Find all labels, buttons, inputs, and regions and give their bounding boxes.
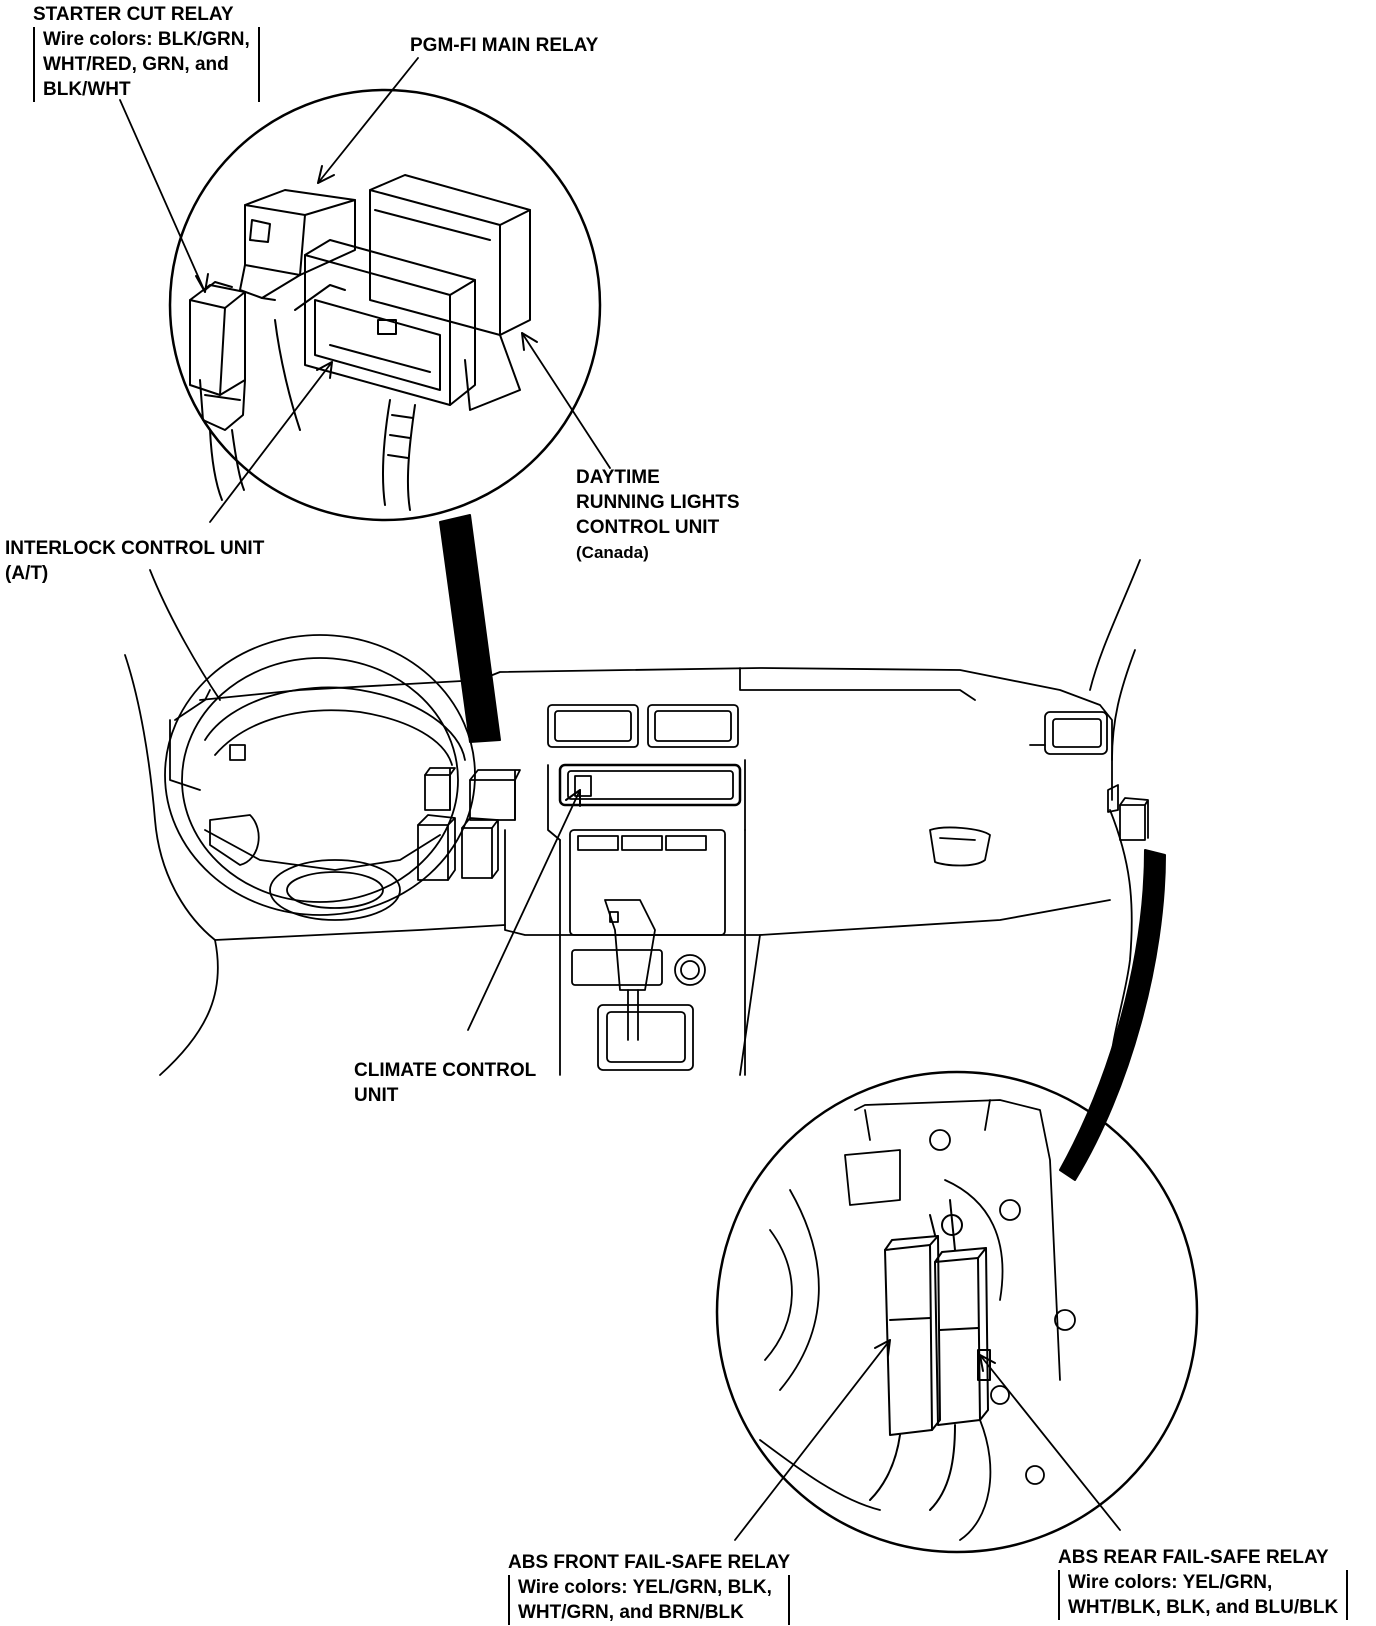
leader-climate [467, 789, 581, 1031]
abs-front-note-2: WHT/GRN, and BRN/BLK [518, 1602, 744, 1623]
abs-front-fail-safe-relay-label: ABS FRONT FAIL-SAFE RELAY Wire colors: Y… [508, 1550, 791, 1625]
center-console [547, 704, 746, 1076]
leader-abs-rear [979, 1354, 1121, 1531]
pgm-fi-main-relay-label: PGM-FI MAIN RELAY [410, 33, 598, 58]
starter-cut-relay-label: STARTER CUT RELAY Wire colors: BLK/GRN, … [33, 2, 260, 102]
abs-rear-fail-safe-relay-label: ABS REAR FAIL-SAFE RELAY Wire colors: YE… [1058, 1545, 1349, 1620]
starter-cut-relay-wire-colors: Wire colors: BLK/GRN, WHT/RED, GRN, and … [33, 27, 260, 102]
pgm-fi-main-relay-title: PGM-FI MAIN RELAY [410, 35, 599, 56]
bottom-detail-circle [715, 1070, 1199, 1554]
top-leader-lines [119, 57, 611, 523]
abs-front-relay-shape [869, 1235, 941, 1501]
interlock-line-2: (A/T) [5, 563, 49, 584]
daytime-line-2: RUNNING LIGHTS [576, 492, 740, 513]
interlock-line-1: INTERLOCK CONTROL UNIT [5, 538, 265, 559]
starter-cut-relay-shape [189, 281, 301, 501]
starter-cut-relay-title: STARTER CUT RELAY [33, 4, 234, 25]
pgm-fi-main-relay-shape [239, 189, 356, 301]
top-detail-connector [439, 514, 501, 743]
leader-starter-cut [119, 99, 206, 293]
leader-interlock [209, 361, 333, 523]
starter-cut-relay-note-1: Wire colors: BLK/GRN, [43, 29, 250, 50]
abs-front-title: ABS FRONT FAIL-SAFE RELAY [508, 1552, 791, 1573]
leader-daytime [521, 332, 611, 469]
interlock-control-unit-shape [294, 239, 476, 511]
abs-front-note-1: Wire colors: YEL/GRN, BLK, [518, 1577, 772, 1598]
dashboard-illustration [124, 559, 1149, 1076]
dashboard-top [199, 667, 1113, 801]
interlock-control-unit-label: INTERLOCK CONTROL UNIT (A/T) [5, 536, 264, 586]
under-dash-relays [417, 767, 521, 881]
leader-pgm-fi [317, 57, 419, 184]
leader-abs-front [734, 1339, 891, 1541]
daytime-line-1: DAYTIME [576, 467, 660, 488]
left-a-pillar [149, 569, 221, 701]
abs-rear-note-2: WHT/BLK, BLK, and BLU/BLK [1068, 1597, 1339, 1618]
bottom-detail-callout [715, 849, 1199, 1554]
starter-cut-relay-note-3: BLK/WHT [43, 79, 131, 100]
abs-front-wire-colors: Wire colors: YEL/GRN, BLK, WHT/GRN, and … [508, 1575, 791, 1625]
abs-rear-note-1: Wire colors: YEL/GRN, [1068, 1572, 1273, 1593]
climate-line-2: UNIT [354, 1085, 399, 1106]
daytime-line-4: (Canada) [576, 543, 649, 562]
abs-rear-title: ABS REAR FAIL-SAFE RELAY [1058, 1547, 1329, 1568]
top-detail-circle [168, 88, 602, 522]
daytime-running-lights-label: DAYTIME RUNNING LIGHTS CONTROL UNIT (Can… [576, 465, 740, 565]
climate-control-unit-label: CLIMATE CONTROL UNIT [354, 1058, 536, 1108]
daytime-line-3: CONTROL UNIT [576, 517, 720, 538]
starter-cut-relay-note-2: WHT/RED, GRN, and [43, 54, 229, 75]
steering-wheel [164, 634, 476, 921]
top-detail-callout [119, 57, 611, 743]
bottom-detail-connector [1059, 849, 1166, 1181]
climate-line-1: CLIMATE CONTROL [354, 1060, 537, 1081]
right-a-pillar [1089, 559, 1141, 691]
daytime-running-lights-unit-shape [369, 174, 531, 411]
abs-relay-bracket [759, 1099, 1076, 1541]
climate-control-unit-shape [558, 763, 742, 807]
abs-rear-wire-colors: Wire colors: YEL/GRN, WHT/BLK, BLK, and … [1058, 1570, 1349, 1620]
abs-rear-relay-shape [929, 1199, 991, 1511]
right-side-relays [1107, 784, 1149, 841]
